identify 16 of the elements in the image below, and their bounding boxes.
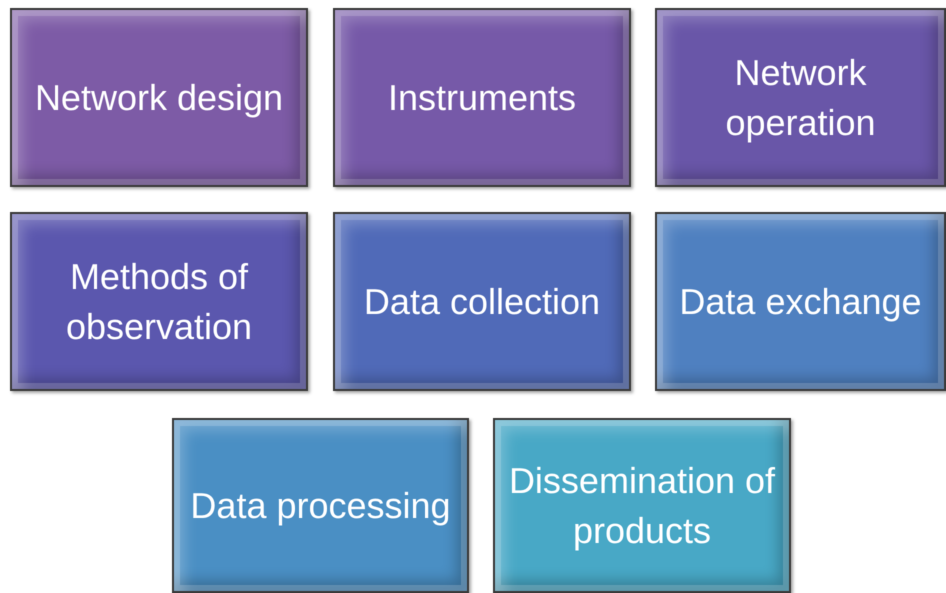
process-box <box>10 212 308 391</box>
process-box <box>172 418 469 593</box>
box-label: Network design <box>34 76 284 120</box>
process-box <box>333 212 631 391</box>
process-box <box>333 8 631 187</box>
box-label: Dissemination of products <box>508 458 776 552</box>
process-box <box>10 8 308 187</box>
process-box <box>655 8 946 187</box>
box-label: Network operation <box>724 50 877 144</box>
process-box <box>655 212 946 391</box>
box-label: Data exchange <box>678 280 923 324</box>
box-label: Instruments <box>386 76 578 120</box>
process-box <box>493 418 791 593</box>
box-label: Data collection <box>362 280 602 324</box>
box-label: Data processing <box>189 484 452 528</box>
box-label: Methods of observation <box>64 254 254 348</box>
